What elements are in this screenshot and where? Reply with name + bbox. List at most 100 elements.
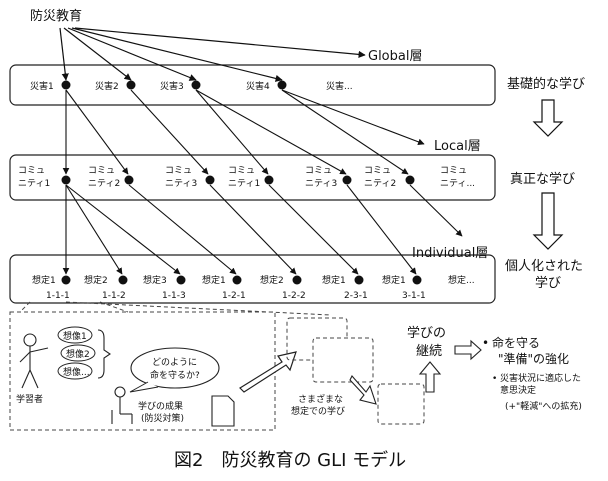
global-item: 災害3 <box>160 80 184 92</box>
scenario-box <box>377 383 425 425</box>
thought-text: 想像... <box>63 366 90 378</box>
node <box>126 80 136 90</box>
node <box>61 275 71 285</box>
individual-code: 1-1-3 <box>162 291 186 301</box>
node <box>61 175 71 185</box>
local-item-line2: ニティ2 <box>364 178 396 189</box>
outcome-line2: "準備"の強化 <box>498 351 569 366</box>
individual-item: 想定1 <box>382 274 406 286</box>
thought-text: 想像1 <box>63 330 87 342</box>
flow-basic: 基礎的な学び <box>507 76 585 92</box>
scenarios-line1: さまざまな <box>298 393 343 405</box>
head <box>114 386 126 398</box>
individual-layer-label: Individual層 <box>412 246 488 261</box>
individual-code: 2-3-1 <box>344 291 368 301</box>
top-arrows <box>59 27 366 82</box>
flow-authentic: 真正な学び <box>510 171 575 187</box>
global-to-local-arrows <box>62 89 425 175</box>
right-arrow-icon <box>454 339 482 361</box>
global-item: 災害1 <box>30 80 54 92</box>
local-item-line2: ニティ3 <box>165 178 197 189</box>
individual-code: 1-1-1 <box>46 291 70 301</box>
document-icon <box>211 395 235 427</box>
continuity-line2: 継続 <box>416 344 442 359</box>
note-line2: 意思決定 <box>500 384 536 396</box>
individual-layer-box <box>9 254 496 304</box>
result-line2: (防災対策) <box>141 412 184 424</box>
local-item-line2: ニティ2 <box>88 178 120 189</box>
local-item-line1: コミュ <box>305 166 332 176</box>
question-bubble <box>130 347 220 389</box>
continuity-line1: 学びの <box>407 325 446 341</box>
node <box>124 175 134 185</box>
local-item-line2: ニティ1 <box>228 178 260 189</box>
node <box>191 80 201 90</box>
global-item: 災害... <box>326 80 353 92</box>
individual-code: 1-2-1 <box>222 291 246 301</box>
individual-item: 想定2 <box>84 274 108 286</box>
global-item: 災害4 <box>246 80 270 92</box>
thought-text: 想像2 <box>66 348 90 360</box>
leg <box>29 369 39 389</box>
figure-caption: 図2 防災教育の GLI モデル <box>174 450 406 471</box>
thought-oval <box>57 326 93 344</box>
node <box>405 175 415 185</box>
scenarios-line2: 想定での学び <box>291 405 345 417</box>
arm <box>19 351 31 363</box>
outcome-bullet: • <box>482 336 489 350</box>
note-line1: 災害状況に適応した <box>500 372 581 384</box>
local-item-line2: ニティ1 <box>18 178 50 189</box>
node <box>412 275 422 285</box>
down-arrow-icon <box>532 192 564 250</box>
leg <box>21 369 31 389</box>
right-flow: 基礎的な学び 真正な学び 個人化された 学び <box>505 76 585 291</box>
dashed-connectors <box>19 301 331 316</box>
node <box>354 275 364 285</box>
arm <box>29 347 49 353</box>
learner-figure <box>19 333 49 389</box>
individual-item: 想定3 <box>143 274 167 286</box>
learner-label: 学習者 <box>16 393 43 405</box>
global-layer-box <box>9 64 496 106</box>
node <box>342 175 352 185</box>
brace <box>97 329 111 379</box>
bubble-tail <box>129 381 159 393</box>
individual-code: 1-1-2 <box>102 291 126 301</box>
local-item-line1: コミュ <box>88 166 115 176</box>
flow-personalized-line1: 個人化された <box>505 259 583 274</box>
head <box>23 333 37 347</box>
local-item-line1: コミュ <box>440 166 467 176</box>
thought-oval <box>57 362 93 380</box>
result-line1: 学びの成果 <box>138 400 183 412</box>
local-item-line1: コミュ <box>18 166 45 176</box>
node <box>264 175 274 185</box>
global-layer-label: Global層 <box>368 49 422 64</box>
node <box>176 275 186 285</box>
up-arrow-icon <box>418 361 442 393</box>
local-item-line1: コミュ <box>228 166 255 176</box>
scenario-box <box>312 337 374 383</box>
node <box>232 275 242 285</box>
node <box>61 80 71 90</box>
node <box>118 275 128 285</box>
top-label: 防災教育 <box>30 8 82 24</box>
node <box>205 175 215 185</box>
outcome-line1: 命を守る <box>492 335 540 350</box>
individual-code: 1-2-2 <box>282 291 306 301</box>
note-bullet: • <box>492 374 497 384</box>
bubble-line2: 命を守るか? <box>150 369 200 381</box>
local-to-individual-arrows <box>62 184 463 275</box>
local-layer-label: Local層 <box>434 139 481 154</box>
flow-personalized-line2: 学び <box>535 275 561 291</box>
note-line3: (+"軽減"への拡充) <box>505 400 582 412</box>
node <box>277 80 287 90</box>
down-arrow-icon <box>532 99 564 137</box>
individual-nodes: 想定1 1-1-1 想定2 1-1-2 想定3 1-1-3 想定1 1-2-1 … <box>32 274 475 301</box>
global-nodes: 災害1 災害2 災害3 災害4 災害... <box>30 80 353 92</box>
individual-item: 想定1 <box>202 274 226 286</box>
local-item-line1: コミュ <box>364 166 391 176</box>
local-item-line2: ニティ... <box>440 178 475 189</box>
individual-item: 想定1 <box>322 274 346 286</box>
node <box>292 275 302 285</box>
